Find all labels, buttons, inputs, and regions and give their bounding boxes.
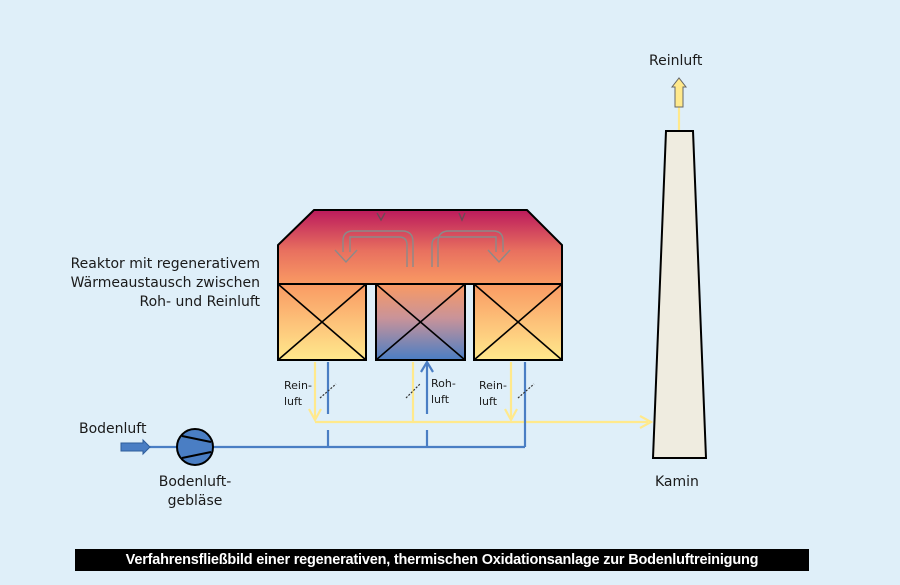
chamber-2-flow-label-line-1: Roh- [431, 377, 456, 390]
inlet-arrow-icon [120, 438, 151, 456]
stack-label: Kamin [655, 474, 699, 490]
inlet-label: Bodenluft [79, 421, 147, 437]
diagram-caption: Verfahrensfließbild einer regenerativen,… [75, 549, 809, 571]
chamber-1-flow-label: Rein- luft [284, 378, 312, 410]
chamber-3-flow-label-line-2: luft [479, 395, 498, 408]
blower-label: Bodenluft- gebläse [150, 473, 240, 511]
clean-air-lines [308, 107, 681, 429]
blower-icon[interactable] [176, 428, 214, 466]
regenerator-bed-3 [473, 283, 563, 361]
stack[interactable] [651, 130, 708, 459]
valve-3 [517, 383, 535, 399]
reactor-label-line-1: Reaktor mit regenerativem [70, 256, 260, 272]
reactor[interactable] [277, 209, 563, 361]
valve-marks [319, 383, 535, 399]
chamber-1-flow-label-line-1: Rein- [284, 379, 312, 392]
reactor-label-line-2: Wärmeaustausch zwischen [70, 275, 260, 291]
outlet-label: Reinluft [649, 53, 703, 69]
regenerator-bed-2 [375, 283, 466, 361]
chamber-2-flow-label-line-2: luft [431, 393, 450, 406]
chamber-3-flow-label-line-1: Rein- [479, 379, 507, 392]
outlet-arrow-icon [670, 77, 688, 108]
flow-arrow-icons [334, 212, 511, 267]
chamber-3-flow-label: Rein- luft [479, 378, 507, 410]
valve-1 [319, 383, 337, 399]
combustion-chamber [277, 209, 563, 285]
blower-label-line-1: Bodenluft- [158, 474, 232, 490]
blower-label-line-2: gebläse [167, 493, 223, 509]
regenerator-bed-1 [277, 283, 367, 361]
chamber-2-flow-label: Roh- luft [431, 376, 456, 408]
chamber-1-flow-label-line-2: luft [284, 395, 303, 408]
raw-air-lines [150, 359, 527, 449]
reactor-label-line-3: Roh- und Reinluft [139, 294, 260, 310]
reactor-label: Reaktor mit regenerativem Wärmeaustausch… [60, 255, 260, 312]
